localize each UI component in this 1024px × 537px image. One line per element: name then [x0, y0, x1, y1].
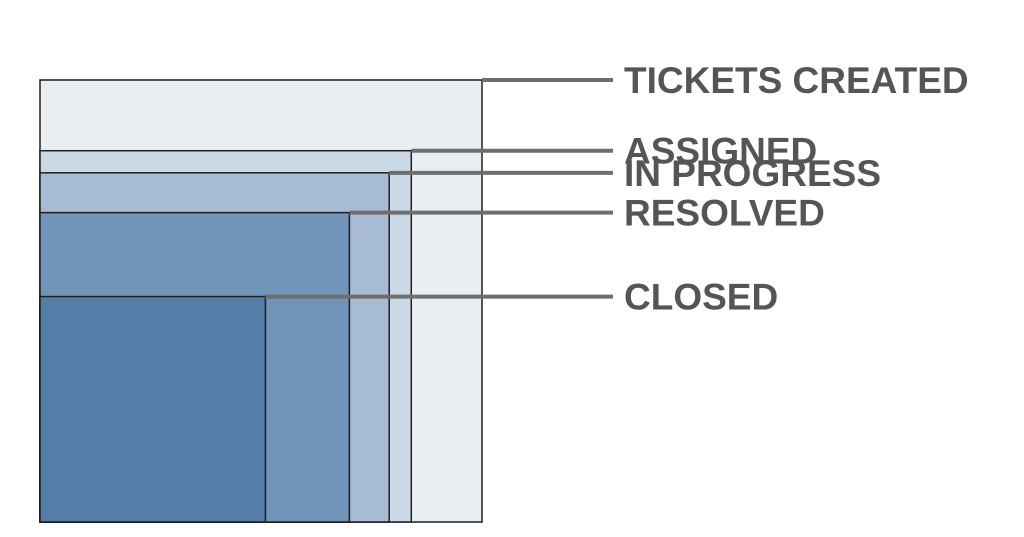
in-progress-label: IN PROGRESS — [624, 153, 881, 194]
leader-lines — [265, 78, 613, 299]
closed-label: CLOSED — [624, 277, 778, 318]
stage-squares — [39, 79, 483, 523]
resolved-label: RESOLVED — [624, 193, 825, 234]
tickets-created-label: TICKETS CREATED — [624, 60, 969, 101]
closed-square — [39, 295, 267, 523]
assigned-label: ASSIGNED — [624, 131, 817, 172]
